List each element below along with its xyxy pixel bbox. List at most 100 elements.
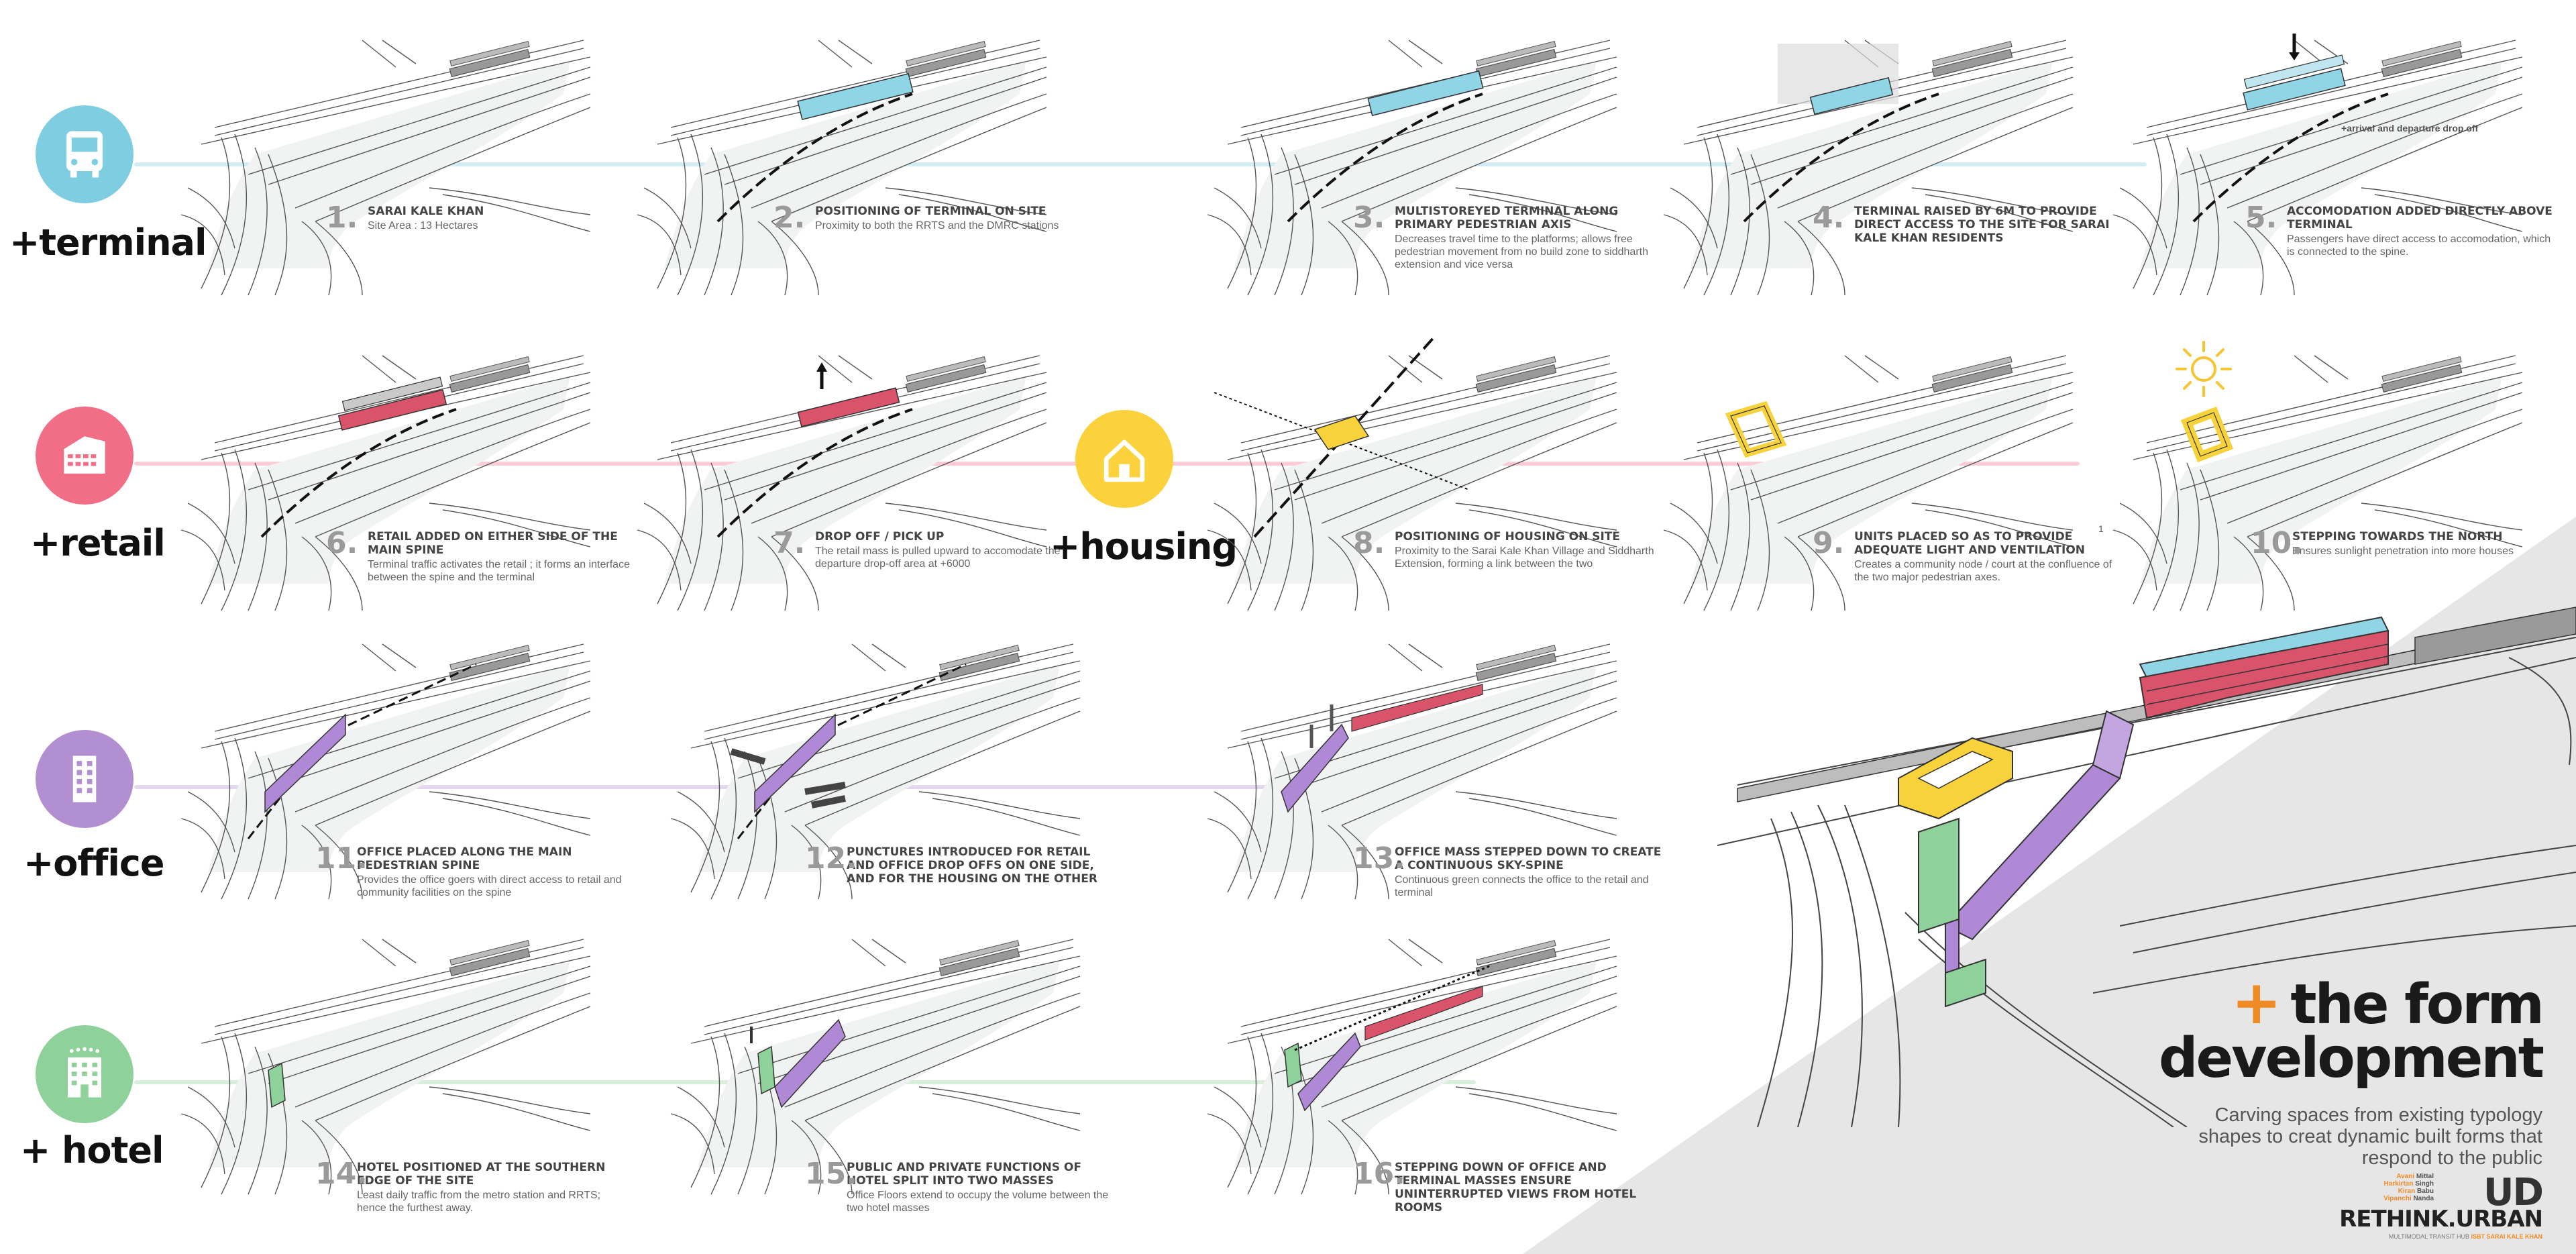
diagram-step-2 bbox=[617, 20, 1047, 296]
arrow-icon bbox=[804, 782, 846, 795]
diagram-step-10 bbox=[2093, 335, 2523, 611]
terminal-mass bbox=[797, 72, 914, 121]
final-massing-axonometric bbox=[1717, 607, 2576, 1127]
office-category-label: +office bbox=[23, 842, 164, 884]
diagram-step-3 bbox=[1187, 20, 1617, 296]
title-line-2: development bbox=[2158, 1027, 2544, 1090]
housing-category-label: +housing bbox=[1050, 525, 1238, 568]
diagram-step-14 bbox=[161, 919, 591, 1195]
sun-icon bbox=[2176, 341, 2232, 397]
diagram-step-15 bbox=[651, 919, 1081, 1195]
site-map bbox=[1207, 939, 1617, 1195]
office-mass bbox=[774, 1018, 846, 1108]
site-map bbox=[1663, 355, 2074, 611]
title-plus: + bbox=[2231, 968, 2282, 1038]
site-map bbox=[637, 355, 1047, 611]
stray-mark: 1 bbox=[2098, 523, 2104, 534]
diagram-step-11 bbox=[161, 624, 591, 900]
office-mass bbox=[264, 713, 346, 813]
bus-icon bbox=[66, 131, 103, 178]
step-6-caption: 6. RETAIL ADDED ON EITHER SIDE OF THE MA… bbox=[326, 526, 630, 583]
hotel-mass bbox=[1284, 1042, 1302, 1088]
retail-mass bbox=[1364, 986, 1483, 1041]
building-icon bbox=[72, 755, 97, 802]
office-mass bbox=[1281, 723, 1349, 813]
step-13-caption: 13. OFFICE MASS STEPPED DOWN TO CREATE A… bbox=[1353, 841, 1662, 898]
site-map bbox=[1663, 40, 2074, 296]
diagram-step-4 bbox=[1644, 20, 2074, 296]
step-4-caption: 4. TERMINAL RAISED BY 6M TO PROVIDE DIRE… bbox=[1813, 201, 2110, 245]
hotel-icon bbox=[68, 1047, 101, 1098]
house-icon bbox=[1104, 439, 1145, 482]
terminal-category-label: +terminal bbox=[9, 221, 207, 264]
terminal-mass bbox=[2243, 68, 2346, 111]
retail-mass bbox=[337, 389, 447, 431]
step-16-caption: 16. STEPPING DOWN OF OFFICE AND TERMINAL… bbox=[1353, 1157, 1637, 1214]
terminal-category-icon bbox=[36, 105, 133, 203]
terminal-mass bbox=[1809, 76, 1894, 115]
site-map bbox=[180, 40, 591, 296]
step-9-caption: 9. UNITS PLACED SO AS TO PROVIDE ADEQUAT… bbox=[1813, 526, 2112, 583]
diagram-step-13 bbox=[1187, 624, 1617, 900]
hotel-upper-mass bbox=[757, 1045, 775, 1095]
housing-category-icon bbox=[1075, 410, 1173, 508]
title-line-1: the form bbox=[2290, 973, 2544, 1037]
terminal-band bbox=[134, 162, 2147, 166]
step-12-caption: 12. PUNCTURES INTRODUCED FOR RETAIL AND … bbox=[805, 841, 1097, 886]
housing-stepped-mass bbox=[2180, 407, 2234, 462]
retail-category-icon bbox=[36, 407, 133, 505]
diagram-step-7 bbox=[617, 335, 1047, 611]
site-map bbox=[1207, 40, 1617, 296]
step-14-caption: 14. HOTEL POSITIONED AT THE SOUTHERN EDG… bbox=[315, 1157, 606, 1214]
arrow-icon bbox=[811, 795, 846, 808]
terminal-mass bbox=[1367, 70, 1484, 117]
diagram-step-8 bbox=[1187, 334, 1617, 611]
diagram-step-6 bbox=[161, 335, 591, 611]
ud-logo: UD bbox=[2483, 1171, 2544, 1214]
credits: Avani Mittal Harkirtan Singh Kiran Babu … bbox=[2383, 1173, 2434, 1202]
hotel-base-mass bbox=[1945, 958, 1986, 1008]
diagram-step-12 bbox=[651, 624, 1081, 900]
site-map bbox=[1207, 334, 1617, 611]
shop-icon bbox=[64, 436, 105, 474]
site-map bbox=[180, 355, 591, 611]
hotel-category-icon bbox=[36, 1025, 133, 1123]
retail-mass bbox=[797, 387, 900, 427]
diagram-step-5 bbox=[2093, 20, 2523, 296]
step-3-caption: 3. MULTISTOREYED TERMINAL ALONG PRIMARY … bbox=[1353, 201, 1648, 270]
site-map bbox=[2112, 355, 2523, 611]
subtitle: Carving spaces from existing typology sh… bbox=[2198, 1104, 2542, 1169]
dropoff-note: +arrival and departure drop off bbox=[2341, 123, 2479, 134]
title-block: +the form development Carving spaces fro… bbox=[2158, 973, 2544, 1169]
site-map bbox=[670, 643, 1081, 900]
housing-mass bbox=[1313, 415, 1370, 450]
office-mass bbox=[1297, 1032, 1361, 1112]
terminal-mass bbox=[341, 376, 443, 411]
brand-name: RETHINK.URBAN bbox=[2339, 1206, 2543, 1233]
diagram-step-1 bbox=[161, 20, 591, 296]
accommodation-mass bbox=[2243, 54, 2345, 89]
site-map bbox=[1207, 643, 1617, 900]
hotel-category-label: + hotel bbox=[20, 1129, 164, 1171]
retail-mass bbox=[1351, 684, 1483, 732]
site-map bbox=[180, 643, 591, 900]
site-map bbox=[670, 939, 1081, 1195]
rrts-platform bbox=[2414, 607, 2576, 665]
brand-subtitle: MULTIMODAL TRANSIT HUB ISBT SARAI KALE K… bbox=[2388, 1233, 2542, 1240]
retail-category-label: +retail bbox=[30, 522, 166, 564]
arrow-icon bbox=[730, 748, 766, 765]
retail-mass bbox=[2139, 629, 2389, 719]
site-map bbox=[637, 40, 1047, 296]
site-map bbox=[180, 939, 591, 1195]
step-5-caption: 5. ACCOMODATION ADDED DIRECTLY ABOVE TER… bbox=[2245, 201, 2553, 258]
office-category-icon bbox=[36, 730, 133, 828]
hotel-upper-mass bbox=[1918, 817, 1960, 934]
site-map bbox=[2112, 34, 2523, 296]
office-mass bbox=[754, 713, 836, 813]
diagram-step-16 bbox=[1187, 919, 1617, 1195]
